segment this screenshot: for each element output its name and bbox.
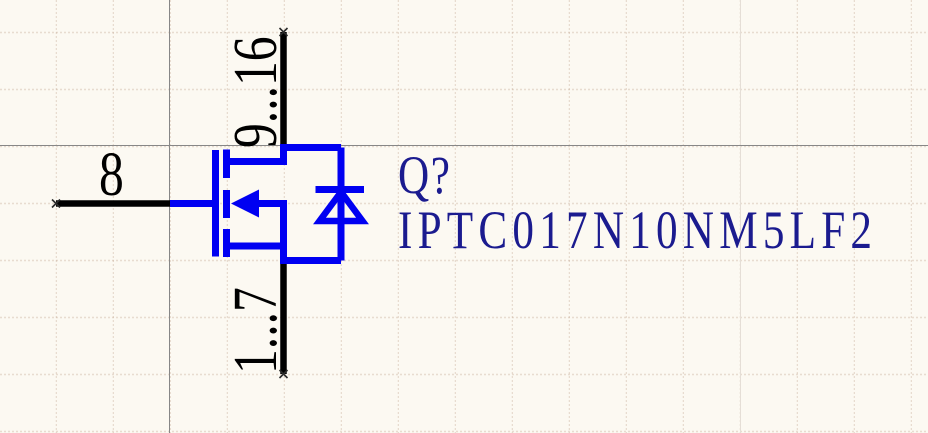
body-diode[interactable] <box>313 147 369 261</box>
drain-connection[interactable] <box>226 144 342 165</box>
component-comment[interactable]: IPTC017N10NM5LF2 <box>398 200 878 260</box>
pin-number-drain[interactable]: 9...16 <box>222 36 290 149</box>
pin-number-gate[interactable]: 8 <box>99 141 124 209</box>
diode-triangle[interactable] <box>313 186 369 225</box>
source-connection[interactable] <box>226 203 342 264</box>
drain-pin-end-marker <box>278 27 289 37</box>
crosshair-horizontal-line <box>0 145 928 146</box>
pin-wires[interactable] <box>51 27 289 379</box>
major-grid-line <box>740 0 741 433</box>
source-pin-end-marker <box>278 369 289 379</box>
component-designator[interactable]: Q? <box>398 145 452 205</box>
gate-pin-end-marker <box>51 198 61 209</box>
crosshair-vertical-line <box>169 0 170 433</box>
pin-number-source[interactable]: 1...7 <box>222 287 290 374</box>
source-arrow <box>231 189 259 218</box>
mosfet-body[interactable] <box>170 144 342 264</box>
